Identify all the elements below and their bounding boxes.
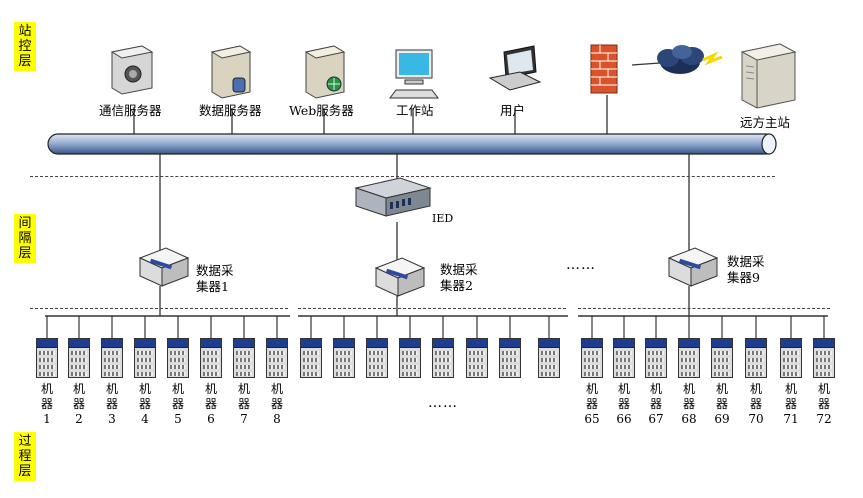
machine-icon bbox=[101, 338, 123, 378]
machine-icon bbox=[399, 338, 421, 378]
collector-1-label: 数据采 集器1 bbox=[196, 263, 234, 294]
machine-icon bbox=[68, 338, 90, 378]
workstation-label: 工作站 bbox=[396, 103, 434, 118]
machine-icon bbox=[678, 338, 700, 378]
process-layer-label: 过程层 bbox=[14, 432, 36, 481]
machine-icon bbox=[134, 338, 156, 378]
machine-icon bbox=[581, 338, 603, 378]
machine-icon bbox=[266, 338, 288, 378]
firewall-icon bbox=[590, 44, 618, 94]
laptop-icon bbox=[488, 45, 542, 91]
machine-icon bbox=[813, 338, 835, 378]
machine-label: 机 器 65 bbox=[584, 382, 600, 426]
bay-process-divider-right bbox=[578, 308, 830, 309]
machine-icon bbox=[711, 338, 733, 378]
lightning-icon bbox=[702, 51, 723, 66]
machine-icon bbox=[538, 338, 560, 378]
machine-icon bbox=[613, 338, 635, 378]
machine-icon bbox=[432, 338, 454, 378]
machine-label: 机 器 68 bbox=[681, 382, 697, 426]
machine-label: 机 器 8 bbox=[270, 382, 283, 426]
machine-icon bbox=[499, 338, 521, 378]
bay-process-divider-mid bbox=[298, 308, 566, 309]
workstation-icon bbox=[389, 49, 439, 99]
machine-icon bbox=[333, 338, 355, 378]
machine-label: 机 器 72 bbox=[816, 382, 832, 426]
machine-label: 机 器 70 bbox=[748, 382, 764, 426]
cloud-icon bbox=[657, 45, 704, 74]
collector-2-label: 数据采 集器2 bbox=[440, 262, 478, 293]
machine-label: 机 器 7 bbox=[237, 382, 250, 426]
user-label: 用户 bbox=[500, 103, 526, 118]
machine-icon bbox=[366, 338, 388, 378]
station-bay-divider bbox=[30, 176, 775, 177]
machine-label: 机 器 4 bbox=[138, 382, 151, 426]
machine-label: 机 器 67 bbox=[648, 382, 664, 426]
machine-label: 机 器 3 bbox=[105, 382, 118, 426]
machine-icon bbox=[167, 338, 189, 378]
machine-icon bbox=[745, 338, 767, 378]
bay-process-divider-left bbox=[30, 308, 288, 309]
machine-icon bbox=[466, 338, 488, 378]
data-server-label: 数据服务器 bbox=[199, 103, 262, 118]
machine-label: 机 器 6 bbox=[204, 382, 217, 426]
data-server-icon bbox=[210, 45, 252, 99]
remote-master-label: 远方主站 bbox=[740, 115, 791, 130]
machine-icon bbox=[300, 338, 322, 378]
bay-layer-label: 间隔层 bbox=[14, 214, 36, 263]
machine-label: 机 器 71 bbox=[783, 382, 799, 426]
web-server-icon bbox=[304, 45, 346, 99]
collector-2-icon bbox=[374, 257, 426, 297]
ethernet-bus bbox=[47, 133, 777, 155]
comm-server-icon bbox=[110, 45, 154, 95]
collector-9-label: 数据采 集器9 bbox=[727, 254, 765, 285]
process-ellipsis: …… bbox=[428, 395, 458, 411]
collector-9-icon bbox=[667, 247, 719, 287]
machine-label: 机 器 66 bbox=[616, 382, 632, 426]
machine-icon bbox=[233, 338, 255, 378]
bay-ellipsis: …… bbox=[566, 257, 596, 273]
web-server-label: Web服务器 bbox=[289, 103, 354, 118]
machine-icon bbox=[36, 338, 58, 378]
remote-master-server-icon bbox=[740, 43, 797, 109]
machine-label: 机 器 1 bbox=[40, 382, 53, 426]
collector-1-icon bbox=[138, 247, 190, 287]
comm-server-label: 通信服务器 bbox=[99, 103, 162, 118]
machine-icon bbox=[200, 338, 222, 378]
ied-icon bbox=[354, 177, 432, 217]
machine-label: 机 器 69 bbox=[714, 382, 730, 426]
machine-label: 机 器 2 bbox=[72, 382, 85, 426]
station-drop-lines bbox=[133, 95, 608, 136]
ied-label: IED bbox=[432, 212, 454, 225]
station-layer-label: 站控层 bbox=[14, 22, 36, 71]
machine-icon bbox=[645, 338, 667, 378]
machine-icon bbox=[780, 338, 802, 378]
machine-label: 机 器 5 bbox=[171, 382, 184, 426]
